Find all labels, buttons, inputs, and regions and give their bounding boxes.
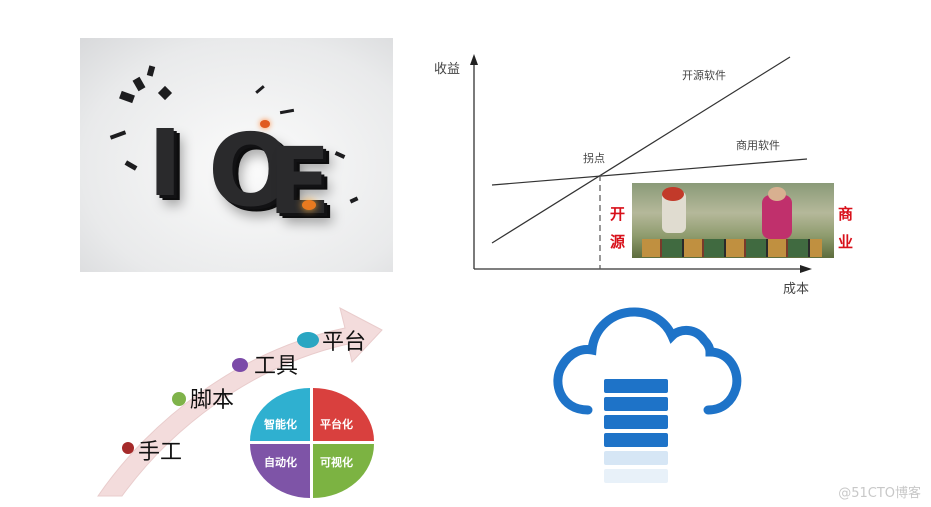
watermark: @51CTO博客 bbox=[838, 486, 921, 501]
quadrant-automated: 自动化 bbox=[264, 456, 297, 469]
commercial-red-char-1: 商 bbox=[838, 205, 854, 223]
evolution-diagram: 手工 脚本 工具 平台 智能化 平台化 自动化 可视化 bbox=[90, 300, 390, 500]
open-source-line-label: 开源软件 bbox=[682, 69, 726, 82]
cloud-database-icon bbox=[540, 300, 770, 500]
quadrant-platform: 平台化 bbox=[320, 418, 353, 431]
commercial-red-char-2: 业 bbox=[838, 233, 854, 251]
open-source-red-char-2: 源 bbox=[610, 233, 626, 251]
stage-manual-label: 手工 bbox=[138, 440, 183, 465]
open-source-red-char-1: 开 bbox=[610, 205, 626, 223]
x-axis-label: 成本 bbox=[783, 282, 810, 297]
stage-dot-tool bbox=[232, 358, 248, 372]
stage-script-label: 脚本 bbox=[190, 388, 235, 413]
ioe-letter-e: E bbox=[268, 128, 331, 235]
turning-point-label: 拐点 bbox=[583, 152, 605, 165]
ioe-image: I O E bbox=[80, 38, 393, 272]
commercial-line-label: 商用软件 bbox=[736, 139, 780, 152]
stage-dot-platform bbox=[297, 332, 319, 348]
stage-tool-label: 工具 bbox=[254, 354, 299, 379]
game-inset-image bbox=[632, 183, 834, 258]
stage-dot-script bbox=[172, 392, 186, 406]
y-axis-label: 收益 bbox=[434, 62, 461, 77]
quadrant-intelligent: 智能化 bbox=[264, 418, 297, 431]
stage-platform-label: 平台 bbox=[322, 330, 367, 355]
ioe-letter-o: O bbox=[208, 112, 294, 229]
cost-benefit-chart: 收益 成本 开源软件 商用软件 拐点 开 源 商 业 bbox=[420, 40, 853, 300]
stage-dot-manual bbox=[122, 442, 134, 454]
ioe-letter-i: I bbox=[148, 110, 183, 217]
quadrant-visualized: 可视化 bbox=[320, 456, 353, 469]
quadrant-circle: 智能化 平台化 自动化 可视化 bbox=[250, 388, 374, 498]
